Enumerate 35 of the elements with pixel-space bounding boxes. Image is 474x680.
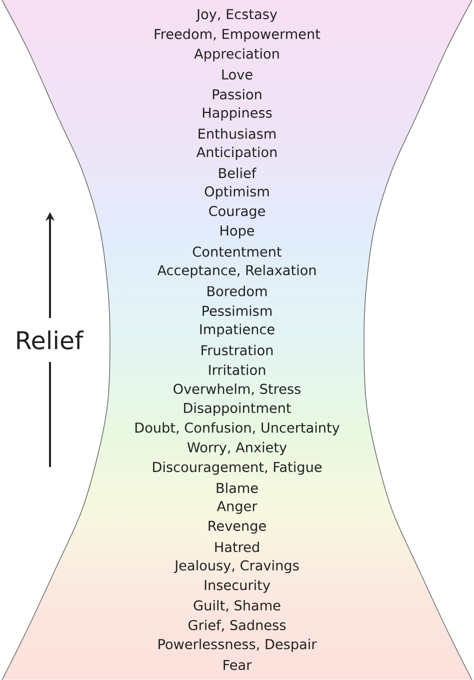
- emotion-label: Anger: [216, 501, 258, 514]
- emotion-label: Appreciation: [194, 48, 279, 62]
- emotion-label: Grief, Sadness: [188, 620, 286, 632]
- emotion-label: Love: [222, 70, 252, 80]
- emotion-label: Happiness: [202, 107, 272, 120]
- emotion-label: Irritation: [209, 364, 266, 376]
- emotion-label: Overwhelm, Stress: [174, 384, 300, 396]
- emotion-label: Doubt, Confusion, Uncertainty: [135, 422, 340, 436]
- emotion-label: Optimism: [204, 186, 269, 200]
- emotion-label: Jealousy, Cravings: [174, 560, 299, 574]
- emotion-label: Worry, Anxiety: [187, 442, 287, 456]
- emotion-label: Belief: [219, 168, 256, 178]
- emotion-label: Joy, Ecstasy: [196, 9, 278, 22]
- emotion-label: Pessimism: [202, 305, 272, 316]
- emotion-label: Fear: [224, 660, 252, 670]
- emotion-label: Acceptance, Relaxation: [157, 264, 316, 278]
- emotion-label: Courage: [209, 206, 265, 219]
- emotion-label: Discouragement, Fatigue: [153, 462, 322, 475]
- emotion-label: Enthusiasm: [198, 128, 276, 139]
- emotion-label: Hope: [220, 226, 254, 238]
- emotion-label: Contentment: [192, 246, 282, 257]
- emotion-label: Revenge: [208, 520, 266, 534]
- emotion-label: Frustration: [202, 344, 273, 356]
- emotion-label: Anticipation: [196, 146, 277, 160]
- emotion-label: Powerlessness, Despair: [158, 638, 317, 652]
- emotion-label: Disappointment: [184, 402, 291, 416]
- emotion-label: Guilt, Shame: [194, 600, 280, 612]
- emotion-label: Freedom, Empowerment: [154, 28, 320, 42]
- emotion-label: Hatred: [215, 542, 259, 552]
- emotion-label: Passion: [212, 88, 262, 100]
- emotion-label: Insecurity: [204, 580, 270, 593]
- emotion-label: Impatience: [200, 324, 274, 337]
- emotion-label: Blame: [216, 482, 258, 494]
- emotion-label: Boredom: [208, 286, 267, 296]
- side-label: Relief: [17, 330, 84, 350]
